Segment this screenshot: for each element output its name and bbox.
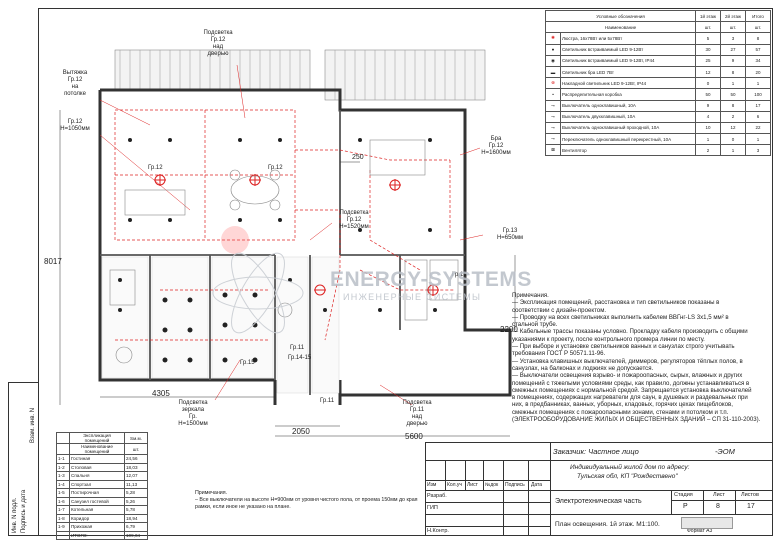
dimension-2200: 2200 xyxy=(500,325,518,334)
customer: Заказчик: Частное лицо xyxy=(553,447,639,456)
group-label: Гр.11 xyxy=(290,345,305,351)
chandelier-icon: ✺ xyxy=(551,35,555,41)
group-label: Гр.12 xyxy=(268,165,283,171)
legend-subheader-row: Наименование шт. шт. шт. xyxy=(545,21,771,34)
project-line2: Тульская обл, КП "Рождествено" xyxy=(577,473,678,480)
sconce-icon: ▬ xyxy=(550,69,556,75)
downlight-ip44-icon: ◉ xyxy=(551,57,555,63)
notes-title: Примечания. xyxy=(512,292,549,299)
inv-podl-label: Инв. N подл. xyxy=(12,497,18,533)
drawing-frame xyxy=(38,8,773,536)
bottom-note: Примечания. – Все выключатели на высоте … xyxy=(195,490,418,510)
format-label: Формат А3 xyxy=(687,528,713,534)
podpis-label: Подпись и дата xyxy=(21,489,27,533)
dimension-250: 250 xyxy=(352,154,364,161)
legend-row: ◉Светильник встраиваемый LED 9-12Вт, IP4… xyxy=(545,54,771,67)
legend-row: ⊸Выключатель одноклавишный проходной, 10… xyxy=(545,121,771,135)
group-label: Гр.12 xyxy=(148,165,163,171)
floor-plan xyxy=(59,49,516,437)
watermark-text: ENERGY-SYSTEMS xyxy=(330,268,532,291)
downlight-icon: ● xyxy=(551,47,555,53)
leader-lines xyxy=(99,64,484,406)
drawing-code: -ЭОМ xyxy=(715,447,735,456)
roof-hatch-right xyxy=(324,49,486,101)
legend-row: ⊸Переключатель одноклавишный перекрестны… xyxy=(545,133,771,146)
lights-chandeliers xyxy=(154,174,439,296)
dimension-4305: 4305 xyxy=(152,389,170,398)
watermark-logo xyxy=(212,252,304,334)
watermark-subtext: ИНЖЕНЕРНЫЕ СИСТЕМЫ xyxy=(343,292,482,302)
group-label: Гр.13 xyxy=(452,272,467,278)
highlight-glow xyxy=(221,226,249,254)
lights-downlights xyxy=(118,138,437,363)
roof-hatch-left xyxy=(114,49,311,91)
dimension-8017: 8017 xyxy=(44,257,62,266)
table-total-row: ИТОГО:109,04 xyxy=(56,530,148,540)
company-logo-icon xyxy=(681,517,733,529)
floor-tiles xyxy=(101,256,340,394)
walls xyxy=(98,88,512,405)
group-label: Гр.11 xyxy=(320,398,335,404)
switch-double-icon: ⊸ xyxy=(551,113,555,119)
switch-single-icon: ⊸ xyxy=(551,102,555,108)
side-stamp-strip: Инв. N подл. Подпись и дата Взам. инв. N xyxy=(8,382,38,536)
dimension-2050: 2050 xyxy=(292,427,310,436)
legend-header-row: Условные обозначения 1й этаж 2й этаж Ито… xyxy=(545,9,771,23)
dimension-lines xyxy=(59,110,516,437)
drawing-title: План освещения. 1й этаж. М1:100. xyxy=(555,521,660,528)
title-block: Заказчик: Частное лицо -ЭОМ Индивидуальн… xyxy=(425,442,772,535)
notes-block: Примечания. — Экспликация помещений, рас… xyxy=(512,292,770,423)
sheets-value: 17 xyxy=(747,503,755,510)
dimension-5600: 5600 xyxy=(405,432,423,441)
project-line1: Индивидуальный жилой дом по адресу: xyxy=(570,464,690,471)
fan-icon: ⊠ xyxy=(551,147,555,153)
switch-passthrough-icon: ⊸ xyxy=(551,124,555,130)
vzam-label: Взам. инв. N xyxy=(30,407,36,443)
furniture xyxy=(109,139,459,364)
section-name: Электротехническая часть xyxy=(555,498,642,505)
surface-light-icon: ⊗ xyxy=(551,80,555,86)
junction-box-icon: • xyxy=(552,91,554,97)
inner-walls xyxy=(100,110,465,395)
sheet-value: 8 xyxy=(716,503,720,510)
group-label: Гр.15 xyxy=(240,360,255,366)
group-label: Гр.14-15 xyxy=(288,355,312,361)
switch-cross-icon: ⊸ xyxy=(551,136,555,142)
stage-value: Р xyxy=(683,503,688,510)
legend-table: Условные обозначения 1й этаж 2й этаж Ито… xyxy=(545,9,771,182)
